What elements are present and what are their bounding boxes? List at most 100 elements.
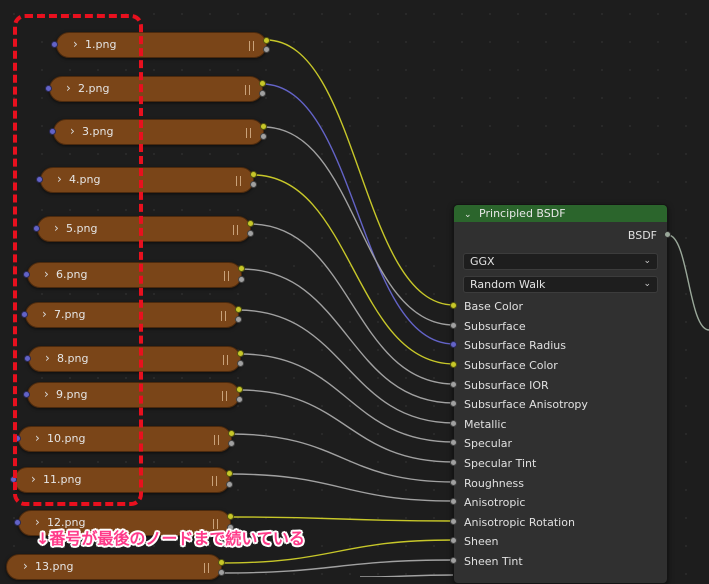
chevron-right-icon[interactable]: › <box>44 267 49 281</box>
chevron-right-icon[interactable]: › <box>35 431 40 445</box>
alpha-output-socket[interactable] <box>247 230 254 237</box>
metallic-socket[interactable] <box>450 420 457 427</box>
image-node-10[interactable]: › 10.png <box>18 426 232 452</box>
alpha-output-socket[interactable] <box>228 440 235 447</box>
chevron-down-icon[interactable]: ⌄ <box>464 210 472 220</box>
chevron-right-icon[interactable]: › <box>70 124 75 138</box>
bsdf-input-subsurface[interactable]: Subsurface <box>464 320 526 333</box>
image-node-11[interactable]: › 11.png <box>14 467 230 493</box>
chevron-right-icon[interactable]: › <box>66 81 71 95</box>
vector-input-socket[interactable] <box>45 85 52 92</box>
bsdf-input-roughness[interactable]: Roughness <box>464 477 525 490</box>
bsdf-input-subsurface-radius[interactable]: Subsurface Radius <box>464 339 566 352</box>
image-node-5[interactable]: › 5.png <box>37 216 251 242</box>
chevron-right-icon[interactable]: › <box>73 37 78 51</box>
chevron-right-icon[interactable]: › <box>54 221 59 235</box>
sheen-tint-socket[interactable] <box>450 557 457 564</box>
subsurface-method-dropdown[interactable]: Random Walk ⌄ <box>463 276 658 293</box>
chevron-right-icon[interactable]: › <box>42 307 47 321</box>
image-node-1[interactable]: › 1.png <box>56 32 267 58</box>
anisotropic-socket[interactable] <box>450 498 457 505</box>
node-link <box>252 174 455 365</box>
bsdf-input-subsurface-color[interactable]: Subsurface Color <box>464 359 558 372</box>
alpha-output-socket[interactable] <box>237 360 244 367</box>
color-output-socket[interactable] <box>227 513 234 520</box>
image-node-8[interactable]: › 8.png <box>28 346 241 372</box>
principled-bsdf-node[interactable]: ⌄ Principled BSDF BSDF GGX ⌄ Random Walk… <box>453 204 668 584</box>
bsdf-input-sheen-tint[interactable]: Sheen Tint <box>464 555 523 568</box>
image-node-label: 13.png <box>35 560 74 573</box>
alpha-output-socket[interactable] <box>236 396 243 403</box>
sheen-socket[interactable] <box>450 537 457 544</box>
vector-input-socket[interactable] <box>23 271 30 278</box>
distribution-dropdown[interactable]: GGX ⌄ <box>463 253 658 270</box>
bsdf-input-subsurface-ior[interactable]: Subsurface IOR <box>464 379 549 392</box>
alpha-output-socket[interactable] <box>235 316 242 323</box>
chevron-right-icon[interactable]: › <box>44 387 49 401</box>
alpha-output-socket[interactable] <box>218 569 225 576</box>
color-output-socket[interactable] <box>236 386 243 393</box>
alpha-output-socket[interactable] <box>238 276 245 283</box>
image-node-4[interactable]: › 4.png <box>40 167 254 193</box>
subsurface-anisotropy-socket[interactable] <box>450 400 457 407</box>
bsdf-input-sheen[interactable]: Sheen <box>464 535 499 548</box>
color-output-socket[interactable] <box>260 123 267 130</box>
alpha-output-socket[interactable] <box>227 524 234 531</box>
alpha-output-socket[interactable] <box>259 90 266 97</box>
chevron-right-icon[interactable]: › <box>45 351 50 365</box>
chevron-right-icon[interactable]: › <box>23 559 28 573</box>
color-output-socket[interactable] <box>235 306 242 313</box>
alpha-output-socket[interactable] <box>226 481 233 488</box>
bsdf-input-specular-tint[interactable]: Specular Tint <box>464 457 537 470</box>
bsdf-input-anisotropic-rotation[interactable]: Anisotropic Rotation <box>464 516 575 529</box>
vector-input-socket[interactable] <box>36 176 43 183</box>
color-output-socket[interactable] <box>259 80 266 87</box>
anisotropic-rotation-socket[interactable] <box>450 518 457 525</box>
vector-input-socket[interactable] <box>23 391 30 398</box>
bsdf-input-base-color[interactable]: Base Color <box>464 300 524 313</box>
image-node-6[interactable]: › 6.png <box>27 262 242 288</box>
subsurface-color-socket[interactable] <box>450 361 457 368</box>
base-color-socket[interactable] <box>450 302 457 309</box>
color-output-socket[interactable] <box>237 350 244 357</box>
vector-input-socket[interactable] <box>24 355 31 362</box>
alpha-output-socket[interactable] <box>263 46 270 53</box>
roughness-socket[interactable] <box>450 479 457 486</box>
subsurface-socket[interactable] <box>450 322 457 329</box>
subsurface-ior-socket[interactable] <box>450 381 457 388</box>
bsdf-input-metallic[interactable]: Metallic <box>464 418 507 431</box>
specular-socket[interactable] <box>450 439 457 446</box>
color-output-socket[interactable] <box>238 265 245 272</box>
alpha-output-socket[interactable] <box>260 133 267 140</box>
image-node-9[interactable]: › 9.png <box>27 382 240 408</box>
bsdf-output-socket[interactable] <box>664 231 671 238</box>
vector-input-socket[interactable] <box>14 519 21 526</box>
color-output-socket[interactable] <box>247 220 254 227</box>
bsdf-input-specular[interactable]: Specular <box>464 437 513 450</box>
color-output-socket[interactable] <box>226 470 233 477</box>
chevron-right-icon[interactable]: › <box>57 172 62 186</box>
vector-input-socket[interactable] <box>21 311 28 318</box>
image-node-12[interactable]: › 12.png <box>18 510 231 536</box>
image-node-13[interactable]: › 13.png <box>6 554 222 580</box>
specular-tint-socket[interactable] <box>450 459 457 466</box>
vector-input-socket[interactable] <box>51 41 58 48</box>
bsdf-node-header[interactable]: ⌄ Principled BSDF <box>454 205 667 222</box>
chevron-down-icon: ⌄ <box>643 279 651 289</box>
subsurface-radius-socket[interactable] <box>450 341 457 348</box>
alpha-output-socket[interactable] <box>250 181 257 188</box>
color-output-socket[interactable] <box>228 430 235 437</box>
color-output-socket[interactable] <box>263 37 270 44</box>
node-link <box>240 268 455 404</box>
image-node-2[interactable]: › 2.png <box>49 76 263 102</box>
chevron-right-icon[interactable]: › <box>31 472 36 486</box>
vector-input-socket[interactable] <box>33 225 40 232</box>
color-output-socket[interactable] <box>250 171 257 178</box>
vector-input-socket[interactable] <box>49 128 56 135</box>
color-output-socket[interactable] <box>218 559 225 566</box>
image-node-3[interactable]: › 3.png <box>53 119 264 145</box>
chevron-right-icon[interactable]: › <box>35 515 40 529</box>
bsdf-input-anisotropic[interactable]: Anisotropic <box>464 496 526 509</box>
image-node-7[interactable]: › 7.png <box>25 302 239 328</box>
bsdf-input-subsurface-anisotropy[interactable]: Subsurface Anisotropy <box>464 398 588 411</box>
